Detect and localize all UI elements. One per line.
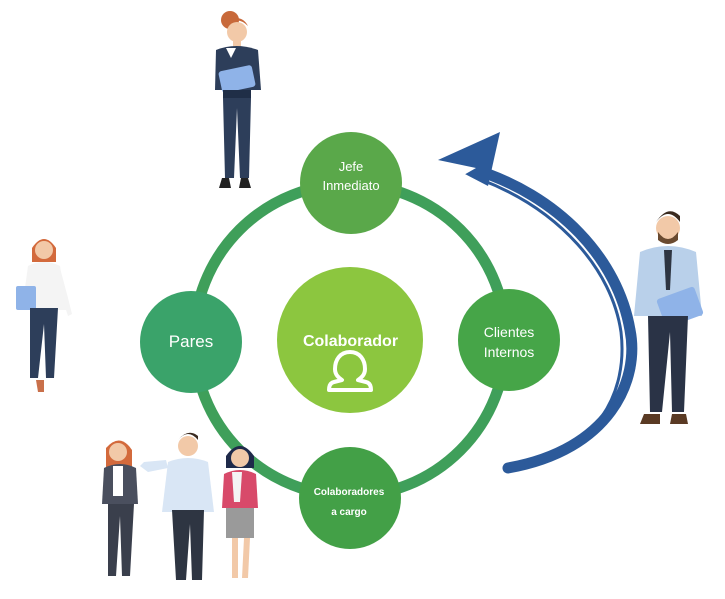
cycle-arrow [438, 132, 638, 474]
label-jefe-line2: Inmediato [322, 177, 380, 193]
man-with-folder-right [634, 211, 704, 424]
label-center-text: Colaborador [302, 333, 399, 350]
center-node[interactable] [277, 267, 423, 413]
woman-with-folder-left [16, 239, 72, 392]
label-clientes-line2: Internos [483, 344, 535, 361]
arrow-head [438, 132, 500, 186]
label-colaborador: Colaborador [278, 330, 423, 353]
label-colab-line2: a cargo [331, 507, 367, 518]
person-outline-icon [327, 350, 373, 392]
node-colaboradores-a-cargo[interactable] [299, 447, 401, 549]
label-clientes-internos: Clientes Internos [458, 322, 560, 363]
label-pares-line1: Pares [168, 332, 214, 351]
node-jefe-inmediato[interactable] [300, 132, 402, 234]
woman-with-folder-top [215, 11, 261, 188]
node-clientes-internos[interactable] [458, 289, 560, 391]
label-jefe-inmediato: Jefe Inmediato [300, 158, 402, 196]
label-jefe-line1: Jefe [338, 159, 364, 174]
group-of-three-people [102, 432, 258, 580]
label-colaboradores-a-cargo: Colaboradores a cargo [298, 483, 400, 523]
label-clientes-line1: Clientes [483, 324, 535, 340]
node-pares[interactable] [140, 291, 242, 393]
label-colab-line1: Colaboradores [313, 487, 385, 498]
label-pares: Pares [140, 330, 242, 355]
